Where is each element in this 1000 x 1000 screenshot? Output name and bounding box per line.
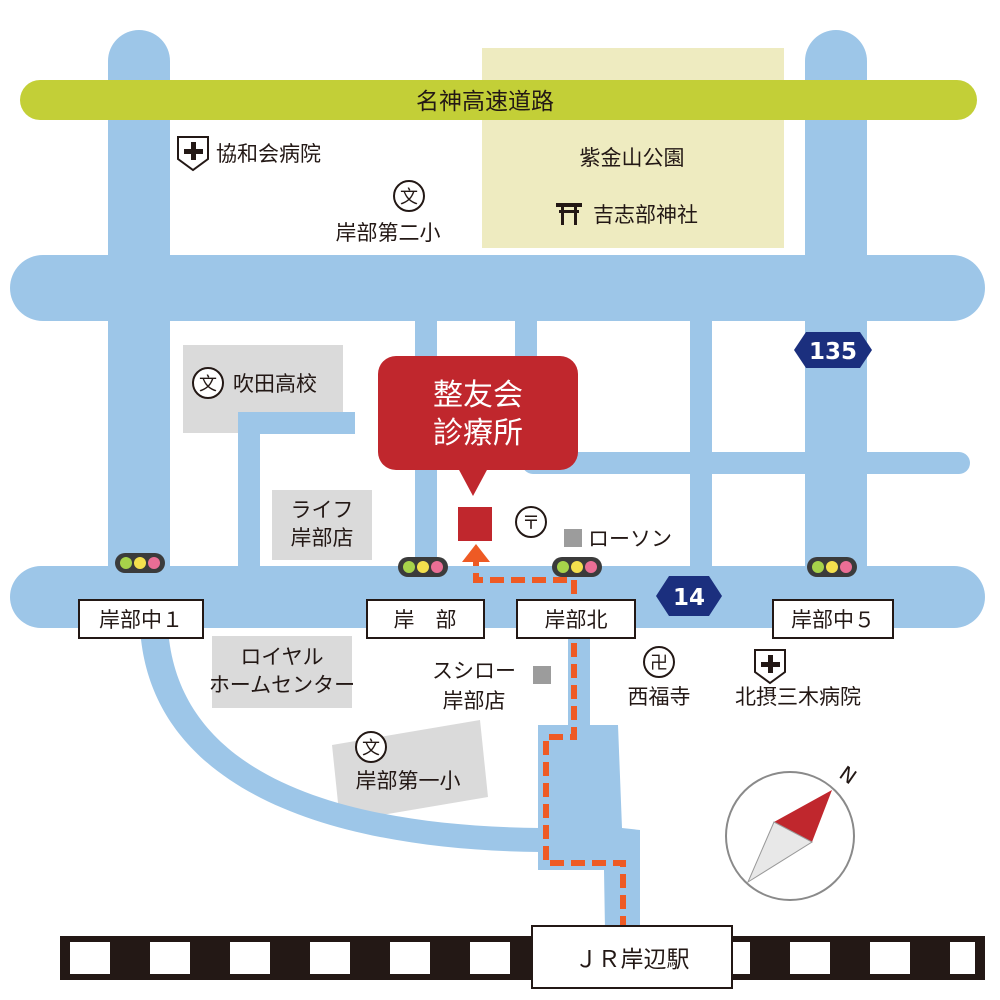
sign-label-kishibe-naka1: 岸部中１: [99, 608, 183, 632]
school-icon: [355, 731, 387, 763]
royal-label-1: ロイヤル: [240, 645, 323, 669]
traffic-light: [807, 557, 857, 577]
temple-icon: [643, 646, 675, 678]
destination-callout: [378, 356, 578, 496]
post-symbol: 〒: [522, 513, 540, 534]
kishibe-dai1-label: 岸部第一小: [356, 769, 461, 793]
shrine-icon: [556, 203, 582, 225]
route-arrow-icon: [462, 544, 490, 562]
shrine-label: 吉志部神社: [593, 203, 698, 227]
sign-kishibe-kita: [516, 599, 636, 639]
sushiro-label-2: 岸部店: [443, 689, 506, 713]
expressway: [20, 80, 977, 120]
life-store-area: [272, 490, 372, 560]
school-icon: [393, 180, 425, 212]
sign-label-kishibe: 岸 部: [394, 608, 457, 632]
hospital-icon: [177, 136, 209, 172]
school-symbol: 文: [400, 187, 418, 208]
destination-label-1: 整友会: [433, 378, 523, 413]
kishibe-dai2-label: 岸部第二小: [336, 221, 441, 245]
park-label: 紫金山公園: [580, 146, 685, 170]
compass-north-label: N: [835, 761, 861, 789]
lawson-marker: [564, 529, 582, 547]
post-office-icon: [515, 506, 547, 538]
traffic-light: [115, 553, 165, 573]
sushiro-marker: [533, 666, 551, 684]
sign-kishibe-naka1: [78, 599, 204, 639]
life-store-label-2: 岸部店: [291, 526, 354, 550]
walking-route: [462, 544, 626, 930]
sign-label-kishibe-naka5: 岸部中５: [791, 608, 875, 632]
station-label: ＪＲ岸辺駅: [575, 947, 690, 973]
road-network: [10, 30, 985, 930]
sign-kishibe: [366, 599, 485, 639]
hospital-icon: [754, 649, 786, 685]
station-box[interactable]: [531, 925, 733, 989]
saifukuji-label: 西福寺: [628, 685, 691, 709]
sushiro-label-1: スシロー: [432, 659, 516, 683]
destination-label-2: 診療所: [433, 416, 523, 451]
school-symbol: 文: [199, 374, 217, 395]
royal-label-2: ホームセンター: [209, 673, 355, 697]
sign-label-kishibe-kita: 岸部北: [545, 608, 608, 632]
royal-home-center-area: [212, 636, 352, 708]
school-icon: [192, 367, 224, 399]
traffic-light: [552, 557, 602, 577]
expressway-label: 名神高速道路: [416, 89, 554, 115]
route-14-badge: [656, 576, 722, 616]
temple-symbol: 卍: [650, 653, 668, 674]
compass-icon: [725, 771, 855, 901]
traffic-light: [398, 557, 448, 577]
sign-kishibe-naka5: [772, 599, 894, 639]
hokusetsu-hospital-label: 北摂三木病院: [735, 685, 861, 709]
lawson-label: ローソン: [588, 527, 672, 551]
route-14-label: 14: [673, 585, 705, 611]
route-135-badge: [794, 332, 872, 368]
route-135-label: 135: [809, 339, 857, 365]
suita-high-label: 吹田高校: [233, 372, 317, 396]
life-store-label-1: ライフ: [291, 498, 354, 522]
kyowakai-hospital-label: 協和会病院: [216, 142, 321, 166]
destination-marker[interactable]: [458, 507, 492, 541]
school-symbol: 文: [362, 738, 380, 759]
railway-track: [60, 936, 985, 980]
